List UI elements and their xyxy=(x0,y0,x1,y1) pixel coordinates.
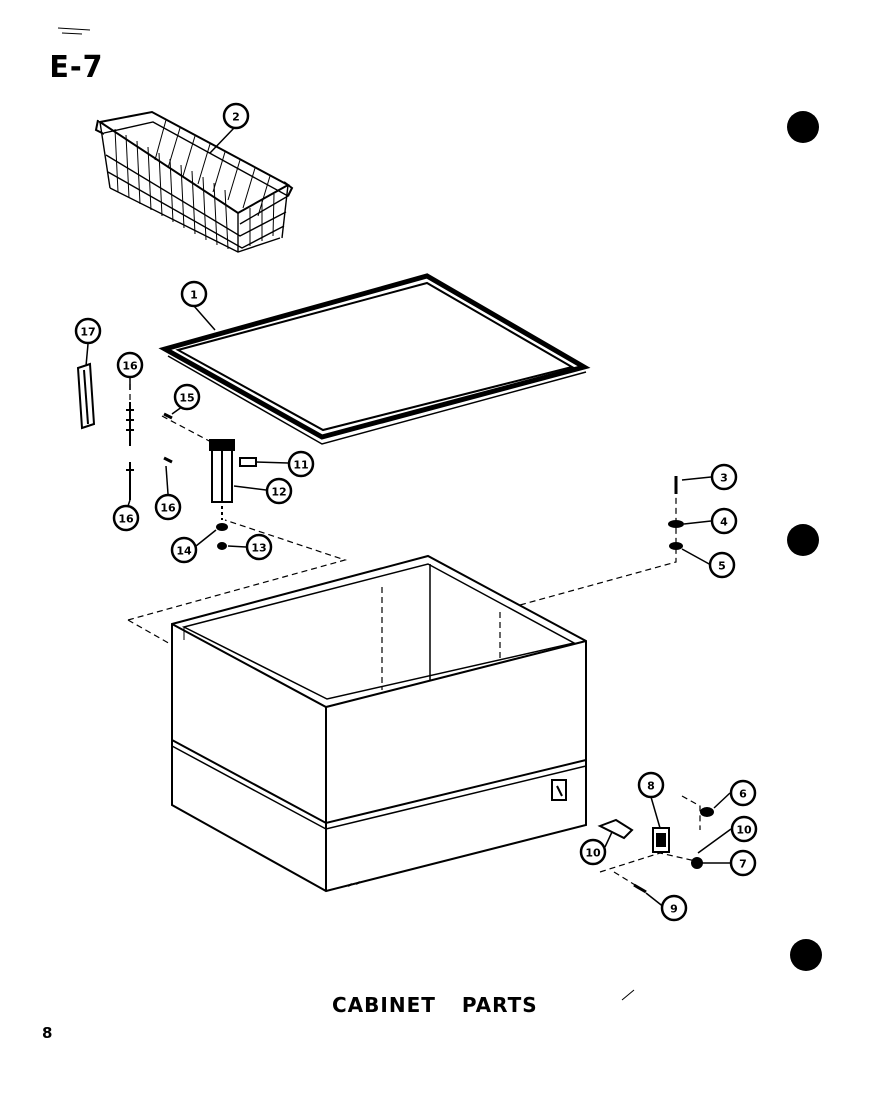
callout-number: 16 xyxy=(122,360,138,373)
callout-c13: 13 xyxy=(245,533,273,561)
callout-number: 13 xyxy=(251,542,266,555)
hinge-assembly xyxy=(163,412,257,550)
leader-lines xyxy=(85,127,732,909)
callout-number: 2 xyxy=(232,111,240,124)
page-code: E-7 xyxy=(49,50,104,85)
callout-number: 16 xyxy=(160,502,176,515)
callout-c4: 4 xyxy=(710,507,738,535)
scan-marks xyxy=(57,27,635,1001)
callout-number: 10 xyxy=(585,847,601,860)
callout-number: 7 xyxy=(739,858,747,871)
callout-circle xyxy=(116,351,144,379)
diagram-caption: CABINET PARTS xyxy=(332,993,538,1017)
callout-c14: 14 xyxy=(170,536,198,564)
control-components xyxy=(597,807,714,894)
callout-c8: 8 xyxy=(637,771,665,799)
callout-c11: 11 xyxy=(287,450,315,478)
callout-c17: 17 xyxy=(74,317,102,345)
callout-number: 17 xyxy=(80,326,95,339)
callout-c10b: 10 xyxy=(730,815,758,843)
callout-circle xyxy=(265,477,293,505)
binder-hole-bottom xyxy=(790,939,822,971)
callout-c7: 7 xyxy=(729,849,757,877)
callout-circle xyxy=(170,536,198,564)
callout-circle xyxy=(245,533,273,561)
callout-circle xyxy=(660,894,688,922)
binder-hole-top xyxy=(787,111,819,143)
callout-c10a: 10 xyxy=(579,838,607,866)
callout-number: 14 xyxy=(176,545,192,558)
callout-number: 4 xyxy=(720,516,728,529)
callout-number: 15 xyxy=(179,392,194,405)
callout-number: 12 xyxy=(271,486,286,499)
callout-c6: 6 xyxy=(729,779,757,807)
assembly-lines xyxy=(127,384,701,889)
callout-number: 1 xyxy=(190,289,198,302)
callout-circle xyxy=(579,838,607,866)
callout-circle xyxy=(154,493,182,521)
callout-circle xyxy=(112,504,140,532)
callout-number: 9 xyxy=(670,903,678,916)
callout-c2: 2 xyxy=(222,102,250,130)
callout-c15: 15 xyxy=(173,383,201,411)
hinge-screws xyxy=(126,402,134,500)
callout-c5: 5 xyxy=(708,551,736,579)
binder-hole-middle xyxy=(787,524,819,556)
callout-c12: 12 xyxy=(265,477,293,505)
callout-circle xyxy=(708,551,736,579)
callout-c16c: 16 xyxy=(154,493,182,521)
wire-basket xyxy=(94,110,294,253)
callout-circle xyxy=(729,849,757,877)
callout-number: 10 xyxy=(736,824,752,837)
callout-circle xyxy=(173,383,201,411)
callout-circle xyxy=(710,507,738,535)
freezer-cabinet xyxy=(171,554,587,893)
callout-number: 5 xyxy=(718,560,726,573)
callout-number: 3 xyxy=(720,472,728,485)
page-number: 8 xyxy=(42,1024,53,1042)
callout-c16a: 16 xyxy=(116,351,144,379)
callout-circle xyxy=(287,450,315,478)
callout-number: 8 xyxy=(647,780,655,793)
callout-circle xyxy=(222,102,250,130)
callout-circle xyxy=(710,463,738,491)
callout-circle xyxy=(729,779,757,807)
callout-number: 6 xyxy=(739,788,747,801)
callout-circle xyxy=(637,771,665,799)
lid-stop-hardware xyxy=(668,476,684,550)
lid-gasket xyxy=(158,273,591,445)
callout-c1: 1 xyxy=(180,280,208,308)
callout-circle xyxy=(180,280,208,308)
hinge-cover xyxy=(76,362,96,430)
callout-number: 16 xyxy=(118,513,134,526)
callout-c3: 3 xyxy=(710,463,738,491)
callout-circle xyxy=(74,317,102,345)
callout-c16b: 16 xyxy=(112,504,140,532)
callout-number: 11 xyxy=(293,459,308,472)
callout-circle xyxy=(730,815,758,843)
callout-c9: 9 xyxy=(660,894,688,922)
